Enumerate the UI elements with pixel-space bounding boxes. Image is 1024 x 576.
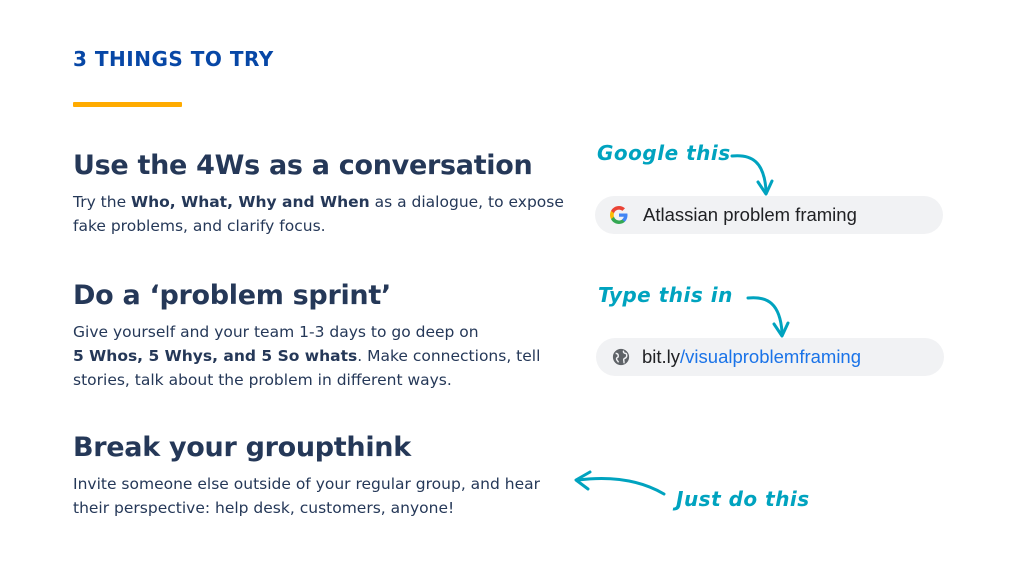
url-bar[interactable]: bit.ly/visualproblemframing bbox=[596, 338, 944, 376]
tip-body-text: Try the bbox=[73, 193, 132, 212]
curved-arrow-icon bbox=[730, 154, 774, 196]
tip-body-emphasis: 5 Whos, 5 Whys, and 5 So whats bbox=[73, 347, 358, 366]
section-kicker: 3 THINGS TO TRY bbox=[73, 47, 274, 71]
annotation-just-do-this: Just do this bbox=[676, 487, 810, 511]
tip-title: Use the 4Ws as a conversation bbox=[73, 150, 533, 181]
tip-body: Try the Who, What, Why and When as a dia… bbox=[73, 190, 573, 238]
url-domain: bit.ly bbox=[642, 346, 681, 367]
tip-body-text: as a dialogue, to expose fake problems, … bbox=[73, 193, 564, 236]
tip-body: Give yourself and your team 1-3 days to … bbox=[73, 320, 573, 392]
curved-arrow-icon bbox=[746, 296, 790, 338]
tip-body-text: . Make connections, tell stories, talk a… bbox=[73, 347, 541, 390]
google-g-icon bbox=[609, 205, 629, 225]
tip-body-emphasis: Who, What, Why and When bbox=[131, 193, 370, 212]
search-bar[interactable]: Atlassian problem framing bbox=[595, 196, 943, 234]
tip-body-text: Give yourself and your team 1-3 days to … bbox=[73, 323, 479, 342]
tip-title: Do a ‘problem sprint’ bbox=[73, 280, 391, 311]
annotation-type-this-in: Type this in bbox=[598, 283, 733, 307]
tip-title: Break your groupthink bbox=[73, 432, 411, 463]
tip-body: Invite someone else outside of your regu… bbox=[73, 475, 540, 518]
tip-problem-sprint: Do a ‘problem sprint’ Give yourself and … bbox=[73, 280, 573, 392]
curved-arrow-icon bbox=[574, 470, 666, 496]
globe-icon bbox=[612, 348, 630, 366]
tip-groupthink: Break your groupthink Invite someone els… bbox=[73, 432, 573, 520]
accent-divider bbox=[73, 102, 182, 107]
search-query: Atlassian problem framing bbox=[643, 204, 857, 225]
url-path: /visualproblemframing bbox=[680, 346, 862, 367]
annotation-google-this: Google this bbox=[597, 141, 731, 165]
tip-4ws: Use the 4Ws as a conversation Try the Wh… bbox=[73, 150, 573, 238]
